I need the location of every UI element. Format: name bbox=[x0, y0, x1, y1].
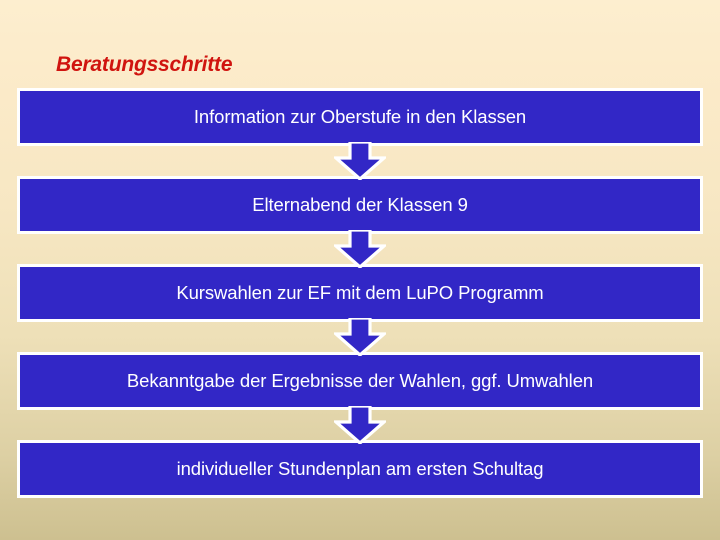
flow-step-label: Bekanntgabe der Ergebnisse der Wahlen, g… bbox=[126, 369, 594, 391]
flow-step: Bekanntgabe der Ergebnisse der Wahlen, g… bbox=[17, 352, 703, 444]
flow-step-label: individueller Stundenplan am ersten Schu… bbox=[176, 457, 544, 479]
flow-connector bbox=[17, 230, 703, 268]
flow-step: Elternabend der Klassen 9 bbox=[17, 176, 703, 268]
flow-connector bbox=[17, 142, 703, 180]
flow-step-box[interactable]: Elternabend der Klassen 9 bbox=[17, 176, 703, 234]
page-title: Beratungsschritte bbox=[56, 53, 233, 76]
flow-step-box[interactable]: Information zur Oberstufe in den Klassen bbox=[17, 88, 703, 146]
flow-step-label: Information zur Oberstufe in den Klassen bbox=[193, 105, 527, 127]
flow-step: individueller Stundenplan am ersten Schu… bbox=[17, 440, 703, 498]
flow-step: Kurswahlen zur EF mit dem LuPO Programm bbox=[17, 264, 703, 356]
flow-step: Information zur Oberstufe in den Klassen bbox=[17, 88, 703, 180]
flow-step-box[interactable]: individueller Stundenplan am ersten Schu… bbox=[17, 440, 703, 498]
flow-step-box[interactable]: Bekanntgabe der Ergebnisse der Wahlen, g… bbox=[17, 352, 703, 410]
flow-step-label: Elternabend der Klassen 9 bbox=[252, 193, 468, 215]
arrow-down-icon bbox=[334, 230, 386, 268]
arrow-down-icon bbox=[334, 406, 386, 444]
arrow-down-icon bbox=[334, 142, 386, 180]
arrow-down-icon bbox=[334, 318, 386, 356]
process-flow-diagram: Information zur Oberstufe in den Klassen… bbox=[17, 88, 703, 498]
flow-step-box[interactable]: Kurswahlen zur EF mit dem LuPO Programm bbox=[17, 264, 703, 322]
flow-connector bbox=[17, 406, 703, 444]
flow-connector bbox=[17, 318, 703, 356]
flow-step-label: Kurswahlen zur EF mit dem LuPO Programm bbox=[176, 281, 544, 303]
